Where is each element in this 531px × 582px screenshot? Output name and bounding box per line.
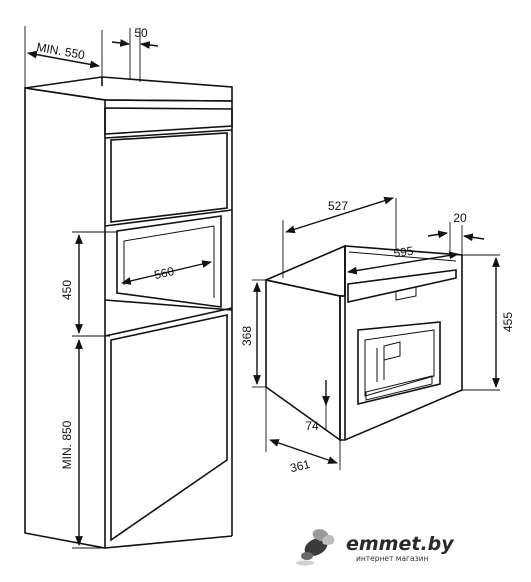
- appliance-body-top: [263, 244, 346, 297]
- arrow-50-left: [111, 39, 130, 47]
- built-in-appliance: [263, 244, 463, 442]
- label-74: 74: [305, 419, 319, 433]
- arrow-595: [347, 251, 459, 275]
- appliance-display: [395, 286, 417, 301]
- bee-icon: [296, 529, 335, 566]
- cabinet-niche-frame: [116, 215, 222, 308]
- cabinet-top: [24, 76, 233, 102]
- arrow-20-right: [463, 233, 485, 242]
- label-min-850: MIN. 850: [60, 420, 74, 469]
- label-595: 595: [393, 244, 415, 261]
- label-368: 368: [240, 326, 254, 346]
- left-extension-lines: [24, 26, 141, 549]
- label-50: 50: [134, 26, 148, 40]
- cabinet-side-panel: [24, 87, 106, 549]
- watermark-tagline: интернет магазин: [356, 554, 428, 563]
- right-dimension-arrows: [253, 196, 500, 464]
- cabinet-upper-door: [110, 132, 228, 223]
- appliance-dispensing-cavity: [357, 321, 441, 406]
- label-455: 455: [501, 312, 515, 332]
- arrow-361: [269, 439, 338, 464]
- left-dimension-arrows: [27, 39, 212, 546]
- label-20: 20: [453, 211, 467, 225]
- arrow-min-550: [27, 50, 100, 69]
- label-560: 560: [153, 264, 176, 282]
- arrow-50-right: [140, 41, 159, 49]
- watermark-brand: emmet.by: [346, 533, 455, 555]
- appliance-control-strip: [347, 269, 457, 303]
- watermark-logo: emmet.by интернет магазин: [296, 529, 455, 566]
- arrow-527: [285, 196, 394, 234]
- tall-cabinet: [24, 76, 233, 549]
- appliance-coffee-spout: [383, 341, 401, 361]
- label-361: 361: [289, 457, 312, 476]
- label-527: 527: [328, 199, 348, 213]
- cabinet-lower-door: [110, 314, 228, 542]
- arrow-20-left: [427, 230, 448, 239]
- label-450: 450: [60, 280, 74, 300]
- appliance-drip-tray: [365, 375, 433, 401]
- cabinet-top-rail: [104, 107, 233, 135]
- appliance-body-side: [265, 279, 341, 442]
- arrow-560: [121, 260, 212, 285]
